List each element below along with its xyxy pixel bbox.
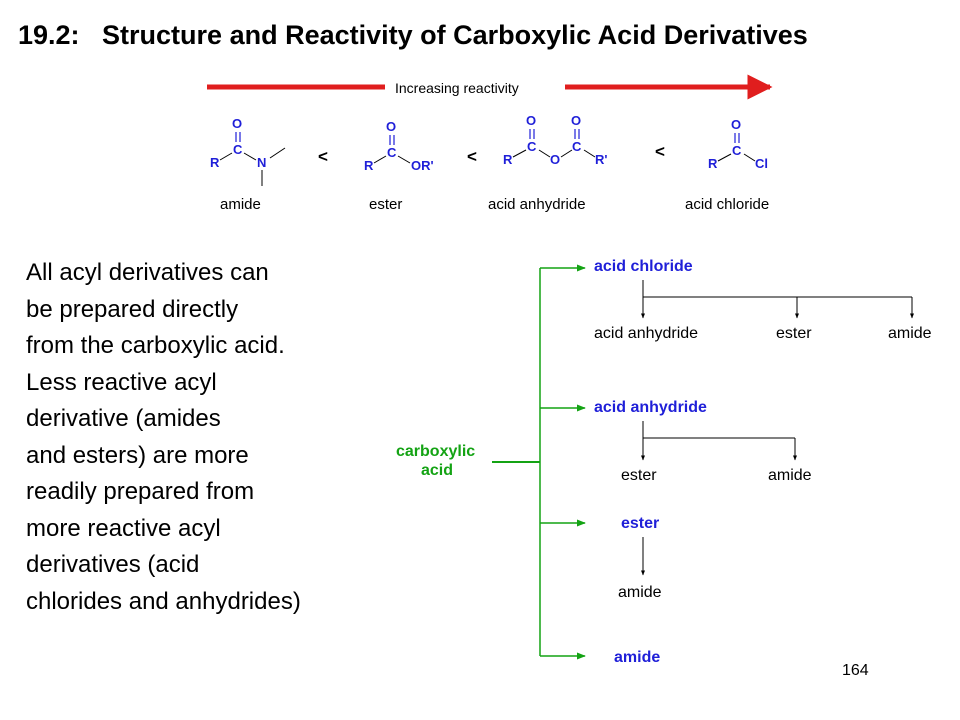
ester-structure: O C R OR' (364, 119, 434, 173)
svg-text:C: C (527, 139, 537, 154)
text-line: derivative (amides (26, 405, 221, 432)
text-line: readily prepared from (26, 478, 255, 505)
product-amide-2: amide (768, 467, 812, 484)
text-line: chlorides and anhydrides) (26, 587, 301, 615)
svg-text:C: C (233, 142, 243, 157)
svg-text:C: C (572, 139, 582, 154)
text-line: derivatives (acid (26, 551, 200, 578)
text-line: from the carboxylic acid. (26, 332, 285, 359)
page-title: 19.2: Structure and Reactivity of Carbox… (18, 20, 808, 50)
reactivity-label: Increasing reactivity (395, 80, 519, 96)
branch-acid-chloride: acid chloride (594, 258, 693, 275)
body-text: All acyl derivatives can be prepared dir… (26, 255, 301, 620)
carboxylic-acid-label-2: acid (421, 462, 453, 479)
svg-text:O: O (571, 113, 581, 128)
svg-text:C: C (732, 143, 742, 158)
text-line: be prepared directly (26, 295, 239, 323)
product-amide: amide (888, 325, 932, 342)
svg-text:R: R (708, 156, 718, 171)
branch-ester: ester (621, 515, 659, 532)
text-line: more reactive acyl (26, 514, 221, 542)
product-ester-2: ester (621, 467, 657, 484)
svg-text:N: N (257, 155, 266, 170)
svg-text:R: R (210, 155, 220, 170)
svg-text:O: O (386, 119, 396, 134)
compound-label-anhydride: acid anhydride (488, 196, 586, 213)
branch-acid-anhydride: acid anhydride (594, 399, 707, 416)
product-acid-anhydride: acid anhydride (594, 325, 698, 342)
svg-text:O: O (526, 113, 536, 128)
svg-text:R: R (503, 152, 513, 167)
product-amide-3: amide (618, 584, 662, 601)
svg-text:O: O (232, 116, 242, 131)
compound-label-acid-chloride: acid chloride (685, 196, 769, 213)
compound-label-amide: amide (220, 196, 261, 213)
svg-text:R': R' (595, 152, 607, 167)
compound-label-ester: ester (369, 196, 402, 213)
acid-anhydride-structure: O C R O O C R' (503, 113, 607, 167)
svg-text:O: O (731, 117, 741, 132)
product-ester: ester (776, 325, 812, 342)
text-line: and esters) are more (26, 441, 249, 469)
amide-structure: O C R N (210, 116, 286, 186)
less-than-1: < (318, 147, 328, 166)
branch-amide: amide (614, 649, 660, 666)
reactivity-arrow: Increasing reactivity (207, 74, 773, 100)
svg-text:C: C (387, 145, 397, 160)
svg-text:OR': OR' (411, 158, 434, 173)
svg-text:Cl: Cl (755, 156, 768, 171)
text-line: Less reactive acyl (26, 368, 217, 396)
less-than-2: < (467, 147, 477, 166)
text-line: All acyl derivatives can (26, 259, 269, 286)
carboxylic-acid-label: carboxylic (396, 443, 475, 460)
svg-text:O: O (550, 152, 560, 167)
acid-chloride-structure: O C R Cl (708, 117, 768, 171)
svg-text:R: R (364, 158, 374, 173)
page-number: 164 (842, 662, 869, 679)
flowchart: carboxylic acid acid chloride acid anhyd… (396, 258, 932, 666)
less-than-3: < (655, 142, 665, 161)
